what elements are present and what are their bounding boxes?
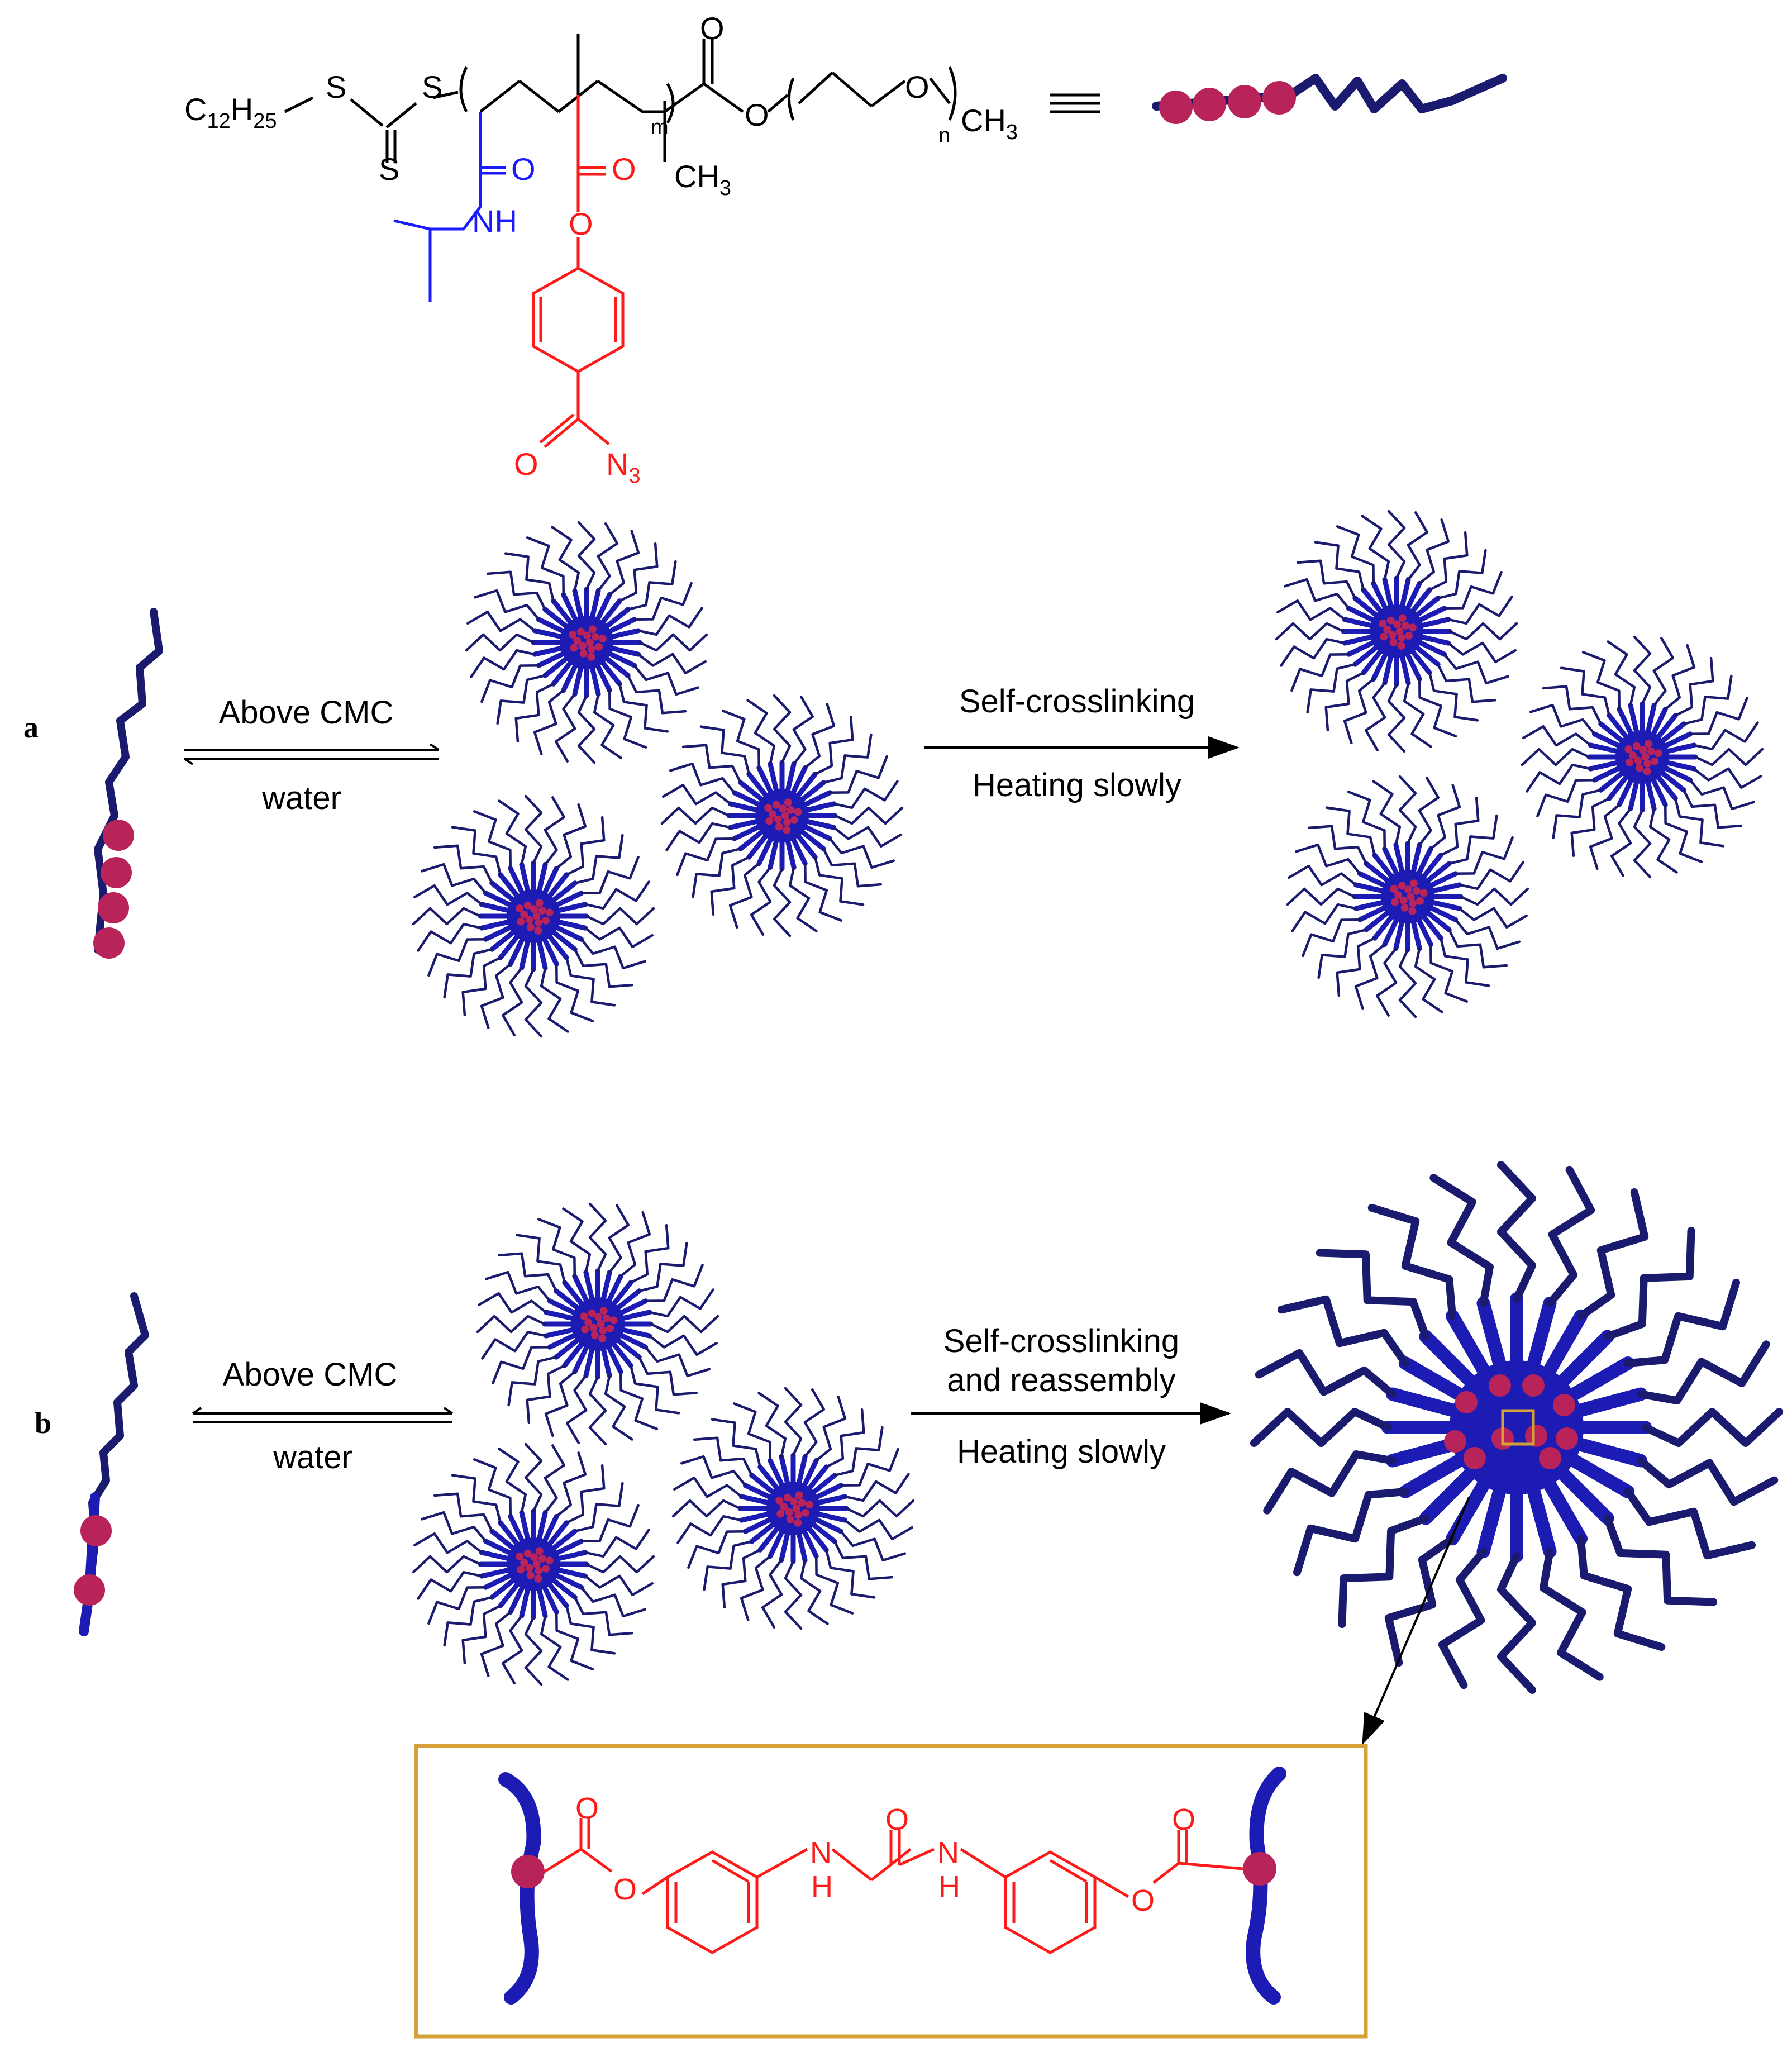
panel-a-step1-top: Above CMC xyxy=(219,694,394,731)
c12h25-label: C12H25 xyxy=(184,92,277,133)
amide-oxygen: O xyxy=(511,151,536,187)
sulfur-atom-1: S xyxy=(326,69,346,104)
panel-b-step2-bottom: Heating slowly xyxy=(957,1434,1166,1470)
crosslinked-micelle-a1 xyxy=(1275,510,1518,753)
ester-oxygen: O xyxy=(745,97,769,132)
panel-b-step2-top-line2: and reassembly xyxy=(947,1362,1175,1398)
panel-b-step1-top: Above CMC xyxy=(223,1356,398,1393)
equilibrium-arrow-a xyxy=(183,743,440,765)
panel-b-step2-top-line1: Self-crosslinking xyxy=(943,1323,1179,1359)
panel-a-step2-bottom: Heating slowly xyxy=(973,767,1181,803)
methyl-label: CH3 xyxy=(674,159,731,200)
unimer-b xyxy=(74,1292,149,1636)
inset-n-2: N xyxy=(937,1836,959,1870)
subscript-m: m xyxy=(651,116,669,139)
carbonyl-oxygen-top: O xyxy=(700,11,725,46)
ester-carbonyl-oxygen: O xyxy=(612,151,636,187)
peg-oxygen: O xyxy=(905,69,930,104)
inset-o-1: O xyxy=(575,1792,599,1825)
amide-nh: NH xyxy=(472,203,517,239)
panel-b-step1-bottom: water xyxy=(273,1439,352,1475)
unimer-a xyxy=(93,608,163,959)
inset-o-5: O xyxy=(1172,1803,1195,1836)
inset-h-1: H xyxy=(811,1870,833,1903)
sulfur-atom-3: S xyxy=(422,69,442,104)
inset-o-2: O xyxy=(613,1873,637,1906)
micelle-b1 xyxy=(476,1202,719,1446)
micelle-a2 xyxy=(660,694,904,937)
zoom-marker xyxy=(1501,1409,1535,1446)
crosslink-inset-frame xyxy=(414,1744,1368,2039)
sulfur-atom-2: S xyxy=(379,151,399,187)
micelle-group xyxy=(412,510,1783,1694)
crosslinked-micelle-a3 xyxy=(1286,775,1529,1018)
polymer-structure xyxy=(284,34,1100,448)
zoom-pointer xyxy=(1362,1497,1470,1745)
micelle-a3 xyxy=(412,794,655,1038)
inset-o-3: O xyxy=(885,1803,909,1836)
azide-label: N3 xyxy=(606,446,641,488)
equilibrium-arrow-b xyxy=(192,1407,454,1423)
panel-a-step2-top: Self-crosslinking xyxy=(959,683,1195,720)
inset-h-2: H xyxy=(938,1870,960,1903)
micelle-a1 xyxy=(465,521,708,764)
structure-labels: C12H25 S S S O O O CH3 CH3 m n O NH O O … xyxy=(184,11,1018,488)
micelle-b3 xyxy=(412,1442,655,1686)
peg-methyl-label: CH3 xyxy=(961,103,1018,144)
panel-a-step1-bottom: water xyxy=(261,780,341,816)
panel-b-label: b xyxy=(35,1406,51,1440)
panel-a-label: a xyxy=(23,711,39,744)
inset-n-1: N xyxy=(810,1836,832,1870)
inset-o-4: O xyxy=(1131,1884,1155,1917)
micelle-b2 xyxy=(671,1387,915,1630)
crosslink-labels: O O N H O N H O O xyxy=(575,1792,1195,1917)
crosslinked-micelle-a2 xyxy=(1521,635,1764,879)
polymer-cartoon-top xyxy=(1152,74,1507,124)
subscript-n: n xyxy=(938,124,950,147)
phenoxy-oxygen: O xyxy=(569,206,593,241)
azide-carbonyl-oxygen: O xyxy=(514,446,538,482)
crosslink-structure xyxy=(498,1767,1286,2005)
reassembled-micelle xyxy=(1250,1161,1783,1694)
